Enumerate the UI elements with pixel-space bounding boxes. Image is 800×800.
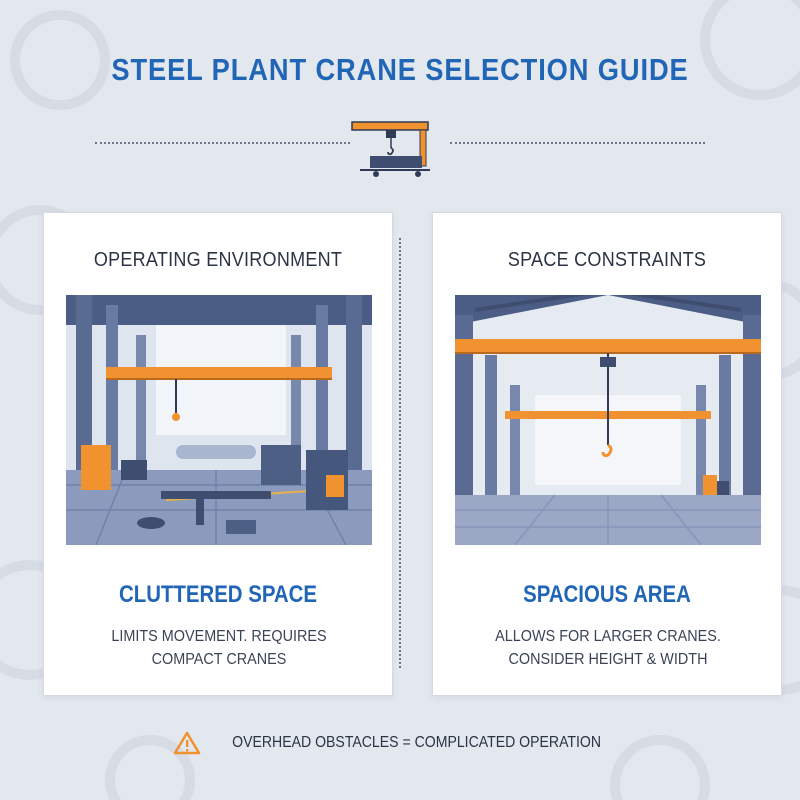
page-title: STEEL PLANT CRANE SELECTION GUIDE xyxy=(111,52,689,87)
card-description: LIMITS MOVEMENT. REQUIRES COMPACT CRANES xyxy=(111,628,327,668)
warning-triangle-icon xyxy=(174,731,201,755)
cluttered-factory-illustration xyxy=(66,295,372,545)
footer-text: OVERHEAD OBSTACLES = COMPLICATED OPERATI… xyxy=(232,734,602,751)
crane-icon xyxy=(351,121,430,177)
header-divider-right xyxy=(450,142,705,144)
operating-environment-card: OPERATING ENVIRONMENT CLUTTERED SPACE LI… xyxy=(43,212,393,696)
card-heading: OPERATING ENVIRONMENT xyxy=(93,249,343,271)
space-constraints-card: SPACE CONSTRAINTS SPACIOUS AREA ALLOWS F… xyxy=(432,212,782,696)
spacious-warehouse-illustration xyxy=(455,295,761,545)
card-description: ALLOWS FOR LARGER CRANES. CONSIDER HEIGH… xyxy=(495,628,721,668)
card-heading: SPACE CONSTRAINTS xyxy=(507,249,707,271)
card-subtitle: CLUTTERED SPACE xyxy=(119,581,317,608)
center-divider xyxy=(399,238,401,668)
header-divider-left xyxy=(95,142,350,144)
card-subtitle: SPACIOUS AREA xyxy=(523,581,691,608)
footer-warning: OVERHEAD OBSTACLES = COMPLICATED OPERATI… xyxy=(0,728,800,758)
